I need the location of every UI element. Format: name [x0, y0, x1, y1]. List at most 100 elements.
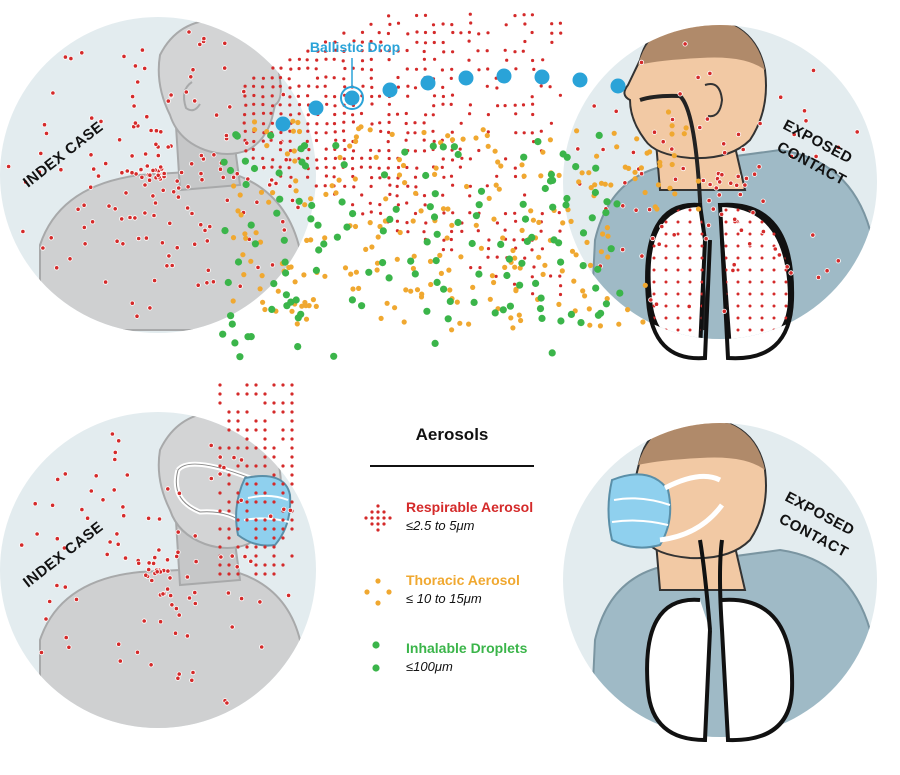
- respirable-particle: [558, 292, 563, 297]
- respirable-particle: [218, 554, 224, 560]
- respirable-particle: [369, 184, 373, 188]
- thoracic-particle: [458, 254, 464, 260]
- respirable-particle: [432, 139, 436, 143]
- inhalable-droplet: [541, 184, 549, 193]
- respirable-particle: [442, 50, 446, 54]
- respirable-particle: [387, 113, 391, 117]
- inhalable-droplet: [475, 201, 483, 209]
- respirable-particle: [395, 112, 400, 116]
- respirable-particle: [550, 22, 554, 26]
- respirable-particle: [451, 30, 455, 35]
- respirable-particle: [272, 545, 276, 549]
- respirable-particle: [218, 446, 222, 450]
- thoracic-particle: [230, 235, 237, 241]
- inhalable-droplet: [577, 319, 585, 327]
- respirable-particle: [252, 102, 256, 106]
- legend-swatch-dot: [376, 522, 380, 526]
- inhalable-droplet: [401, 148, 409, 156]
- thoracic-particle: [257, 239, 264, 245]
- respirable-particle: [413, 86, 418, 90]
- respirable-particle: [495, 221, 499, 225]
- respirable-particle: [252, 112, 256, 116]
- respirable-particle: [706, 198, 712, 204]
- respirable-particle: [513, 211, 517, 215]
- respirable-particle: [695, 74, 701, 81]
- respirable-particle: [558, 229, 562, 233]
- thoracic-particle: [634, 136, 640, 142]
- thoracic-particle: [275, 288, 281, 294]
- respirable-particle: [111, 487, 117, 493]
- thoracic-particle: [512, 264, 518, 270]
- respirable-particle: [368, 201, 372, 205]
- respirable-particle: [129, 153, 135, 159]
- respirable-particle: [190, 669, 196, 676]
- respirable-particle: [165, 144, 171, 150]
- respirable-particle: [332, 57, 336, 61]
- respirable-particle: [63, 634, 69, 641]
- thoracic-particle: [608, 182, 614, 188]
- respirable-particle: [143, 572, 149, 578]
- respirable-particle: [62, 54, 69, 60]
- thoracic-particle: [587, 262, 594, 268]
- inhalable-droplet: [241, 157, 249, 165]
- respirable-particle: [95, 173, 102, 179]
- respirable-particle: [468, 184, 472, 188]
- respirable-particle: [221, 464, 227, 471]
- respirable-particle: [150, 193, 156, 199]
- thoracic-particle: [353, 269, 359, 275]
- thoracic-particle: [356, 285, 362, 291]
- respirable-particle: [707, 70, 713, 77]
- respirable-particle: [559, 31, 563, 35]
- respirable-particle: [279, 66, 283, 70]
- respirable-particle: [236, 491, 240, 495]
- thoracic-particle: [248, 258, 254, 264]
- respirable-particle: [185, 184, 191, 190]
- thoracic-particle: [231, 183, 237, 189]
- respirable-particle: [141, 618, 147, 624]
- thoracic-particle: [473, 135, 479, 141]
- respirable-particle: [165, 486, 171, 492]
- respirable-particle: [669, 116, 676, 123]
- respirable-particle: [269, 262, 276, 268]
- inhalable-droplet: [472, 212, 480, 220]
- thoracic-particle: [480, 127, 486, 133]
- respirable-particle: [272, 500, 276, 504]
- respirable-particle: [360, 193, 364, 197]
- thoracic-particle: [322, 273, 328, 279]
- respirable-particle: [288, 129, 292, 133]
- respirable-particle: [477, 32, 481, 36]
- respirable-particle: [43, 616, 49, 622]
- respirable-particle: [251, 156, 255, 160]
- inhalable-droplet: [295, 197, 303, 205]
- inhalable-droplet: [592, 164, 600, 172]
- respirable-particle: [485, 184, 489, 188]
- thoracic-particle: [235, 208, 241, 214]
- respirable-particle: [227, 104, 233, 110]
- respirable-particle: [512, 282, 517, 286]
- respirable-particle: [351, 167, 355, 171]
- respirable-particle: [432, 40, 436, 45]
- inhalable-droplet: [557, 258, 565, 266]
- thoracic-particle: [418, 208, 424, 214]
- respirable-particle: [342, 157, 346, 161]
- respirable-particle: [378, 203, 382, 207]
- respirable-particle: [315, 122, 319, 126]
- thoracic-particle: [464, 183, 470, 190]
- thoracic-particle: [510, 325, 516, 331]
- respirable-particle: [396, 49, 400, 53]
- respirable-particle: [58, 167, 64, 173]
- thoracic-particle: [622, 164, 628, 170]
- respirable-particle: [263, 545, 267, 549]
- respirable-particle: [148, 127, 154, 134]
- respirable-particle: [494, 274, 498, 278]
- respirable-particle: [450, 67, 454, 71]
- ballistic-drop: [420, 75, 436, 91]
- respirable-particle: [146, 566, 152, 573]
- respirable-particle: [160, 591, 166, 597]
- thoracic-particle: [536, 219, 542, 225]
- respirable-particle: [236, 518, 240, 522]
- inhalable-droplet: [247, 333, 255, 341]
- thoracic-particle: [252, 127, 258, 133]
- respirable-particle: [757, 120, 763, 127]
- inhalable-droplet: [228, 320, 236, 328]
